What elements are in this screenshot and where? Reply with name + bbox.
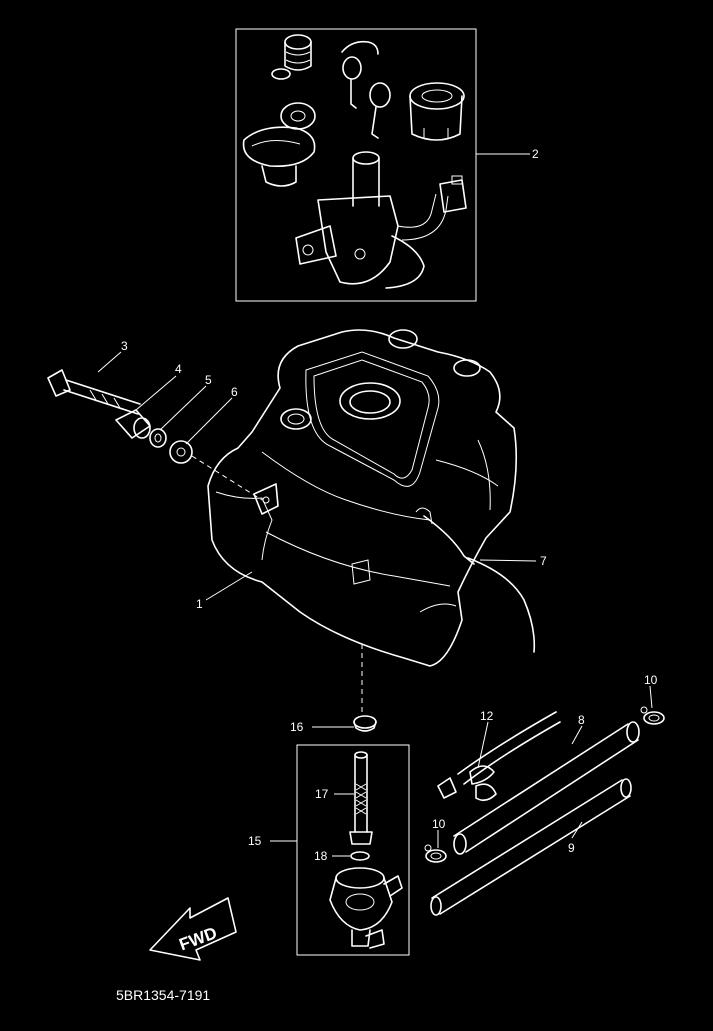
damper <box>149 428 167 448</box>
fuel-hose-9 <box>430 778 632 916</box>
callout-10-upper: 10 <box>644 673 658 687</box>
washer <box>169 440 193 464</box>
callout-5: 5 <box>205 373 212 387</box>
callout-1: 1 <box>196 597 203 611</box>
tank-vent-fitting <box>423 515 475 565</box>
callout-17: 17 <box>315 787 329 801</box>
callout-18: 18 <box>314 849 328 863</box>
callout-4: 4 <box>175 362 182 376</box>
drawing-code: 5BR1354-7191 <box>116 987 210 1003</box>
o-ring <box>350 851 370 861</box>
callout-3: 3 <box>121 339 128 353</box>
fuel-cock-body <box>329 867 403 949</box>
callout-12: 12 <box>480 709 494 723</box>
bolt-axis-line <box>191 455 263 501</box>
breather-hose <box>467 557 536 653</box>
hose-clip-10-upper <box>640 706 665 725</box>
callout-2: 2 <box>532 147 539 161</box>
lock-cylinder-cup <box>409 82 465 141</box>
hose-clip <box>353 715 377 732</box>
forward-direction-arrow: FWD <box>149 897 237 961</box>
fuel-cap-assembly <box>242 102 316 187</box>
callout-7: 7 <box>540 554 547 568</box>
fuel-strainer <box>349 751 373 845</box>
callout-16: 16 <box>290 720 304 734</box>
tank-mount-bolt <box>47 369 141 415</box>
main-switch-assembly <box>295 151 467 289</box>
hose-clip-10-lower <box>424 844 447 863</box>
callout-15: 15 <box>248 834 262 848</box>
key-cylinder-small <box>271 34 312 80</box>
ignition-keys <box>341 40 391 139</box>
fuel-hose-8 <box>453 721 640 855</box>
fuel-cock-frame <box>296 744 410 956</box>
fuel-tank <box>207 329 518 667</box>
collar <box>115 409 151 439</box>
callout-8: 8 <box>578 713 585 727</box>
callout-9: 9 <box>568 841 575 855</box>
callout-6: 6 <box>231 385 238 399</box>
callout-10-lower: 10 <box>432 817 446 831</box>
lock-set-frame <box>235 28 477 302</box>
vacuum-hose-12 <box>437 711 561 802</box>
